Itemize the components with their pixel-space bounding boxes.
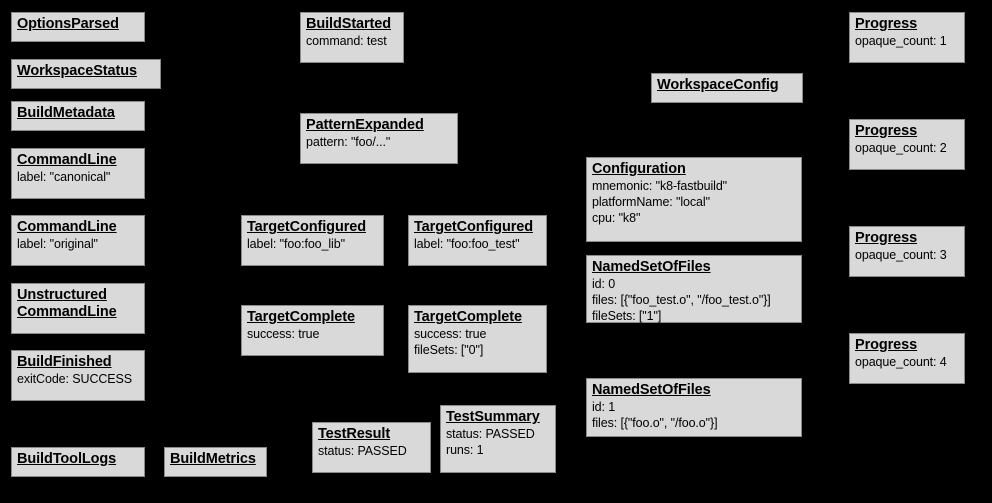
event-node-title: BuildFinished — [17, 354, 112, 370]
event-node-title: NamedSetOfFiles — [592, 382, 711, 398]
event-node-title: NamedSetOfFiles — [592, 259, 711, 275]
event-node-fields: label: "foo:foo_lib" — [247, 237, 345, 251]
event-node-progress-3[interactable]: Progress opaque_count: 3 — [849, 226, 965, 277]
event-node-target-configured-foo-test[interactable]: TargetConfigured label: "foo:foo_test" — [408, 215, 547, 266]
event-node-title: PatternExpanded — [306, 117, 424, 133]
event-node-target-complete-lib[interactable]: TargetComplete success: true — [241, 305, 384, 356]
event-node-title: Progress — [855, 123, 918, 139]
event-node-fields: success: true — [247, 327, 320, 341]
event-node-fields: opaque_count: 2 — [855, 141, 947, 155]
event-node-build-metrics[interactable]: BuildMetrics — [164, 447, 267, 477]
event-node-title: Progress — [855, 230, 918, 246]
event-node-command-line-original[interactable]: CommandLine label: "original" — [11, 215, 145, 266]
event-node-options-parsed[interactable]: OptionsParsed — [11, 12, 145, 42]
event-node-title: Progress — [855, 16, 918, 32]
event-node-progress-4[interactable]: Progress opaque_count: 4 — [849, 333, 965, 384]
event-node-configuration[interactable]: Configuration mnemonic: "k8-fastbuild" pl… — [586, 157, 802, 242]
event-node-title: WorkspaceStatus — [17, 63, 137, 79]
event-node-title: BuildToolLogs — [17, 451, 117, 467]
event-node-fields: label: "canonical" — [17, 170, 111, 184]
event-node-unstructured-command-line[interactable]: Unstructured CommandLine — [11, 283, 145, 334]
event-node-build-metadata[interactable]: BuildMetadata — [11, 101, 145, 131]
event-node-title: TestSummary — [446, 409, 540, 425]
event-node-fields: mnemonic: "k8-fastbuild" platformName: "… — [592, 179, 728, 225]
event-node-title: OptionsParsed — [17, 16, 119, 32]
event-node-target-configured-foo-lib[interactable]: TargetConfigured label: "foo:foo_lib" — [241, 215, 384, 266]
event-node-title: Progress — [855, 337, 918, 353]
event-node-progress-1[interactable]: Progress opaque_count: 1 — [849, 12, 965, 63]
event-node-build-tool-logs[interactable]: BuildToolLogs — [11, 447, 145, 477]
event-node-test-summary[interactable]: TestSummary status: PASSED runs: 1 — [440, 405, 556, 473]
event-node-fields: command: test — [306, 34, 387, 48]
event-node-build-finished[interactable]: BuildFinished exitCode: SUCCESS — [11, 350, 145, 401]
event-node-fields: status: PASSED runs: 1 — [446, 427, 535, 457]
event-node-build-started[interactable]: BuildStarted command: test — [300, 12, 404, 63]
event-node-progress-2[interactable]: Progress opaque_count: 2 — [849, 119, 965, 170]
event-node-workspace-status[interactable]: WorkspaceStatus — [11, 59, 161, 89]
event-node-fields: opaque_count: 3 — [855, 248, 947, 262]
event-node-title: TestResult — [318, 426, 391, 442]
event-node-title: CommandLine — [17, 152, 117, 168]
event-node-title: BuildMetadata — [17, 105, 115, 121]
event-node-fields: id: 1 files: [{"foo.o", "/foo.o"}] — [592, 400, 718, 430]
event-node-title: TargetConfigured — [414, 219, 533, 235]
event-node-fields: opaque_count: 1 — [855, 34, 947, 48]
event-node-fields: label: "original" — [17, 237, 98, 251]
event-node-title: CommandLine — [17, 219, 117, 235]
event-node-target-complete-test[interactable]: TargetComplete success: true fileSets: ["… — [408, 305, 547, 373]
event-node-command-line-canonical[interactable]: CommandLine label: "canonical" — [11, 148, 145, 199]
event-node-fields: status: PASSED — [318, 444, 407, 458]
event-node-title: BuildMetrics — [170, 451, 256, 467]
event-node-title: TargetConfigured — [247, 219, 366, 235]
event-node-pattern-expanded[interactable]: PatternExpanded pattern: "foo/..." — [300, 113, 458, 164]
event-node-fields: label: "foo:foo_test" — [414, 237, 520, 251]
event-node-test-result[interactable]: TestResult status: PASSED — [312, 422, 431, 473]
event-node-title: WorkspaceConfig — [657, 77, 779, 93]
event-node-title: Unstructured CommandLine — [17, 287, 117, 320]
event-node-named-set-of-files-1[interactable]: NamedSetOfFiles id: 1 files: [{"foo.o", "… — [586, 378, 802, 437]
event-node-fields: exitCode: SUCCESS — [17, 372, 133, 386]
event-node-title: TargetComplete — [247, 309, 355, 325]
event-node-fields: opaque_count: 4 — [855, 355, 947, 369]
event-node-title: BuildStarted — [306, 16, 392, 32]
event-node-workspace-config[interactable]: WorkspaceConfig — [651, 73, 803, 103]
event-node-named-set-of-files-0[interactable]: NamedSetOfFiles id: 0 files: [{"foo_test.… — [586, 255, 802, 323]
event-node-fields: success: true fileSets: ["0"] — [414, 327, 487, 357]
event-node-fields: pattern: "foo/..." — [306, 135, 391, 149]
event-node-title: TargetComplete — [414, 309, 522, 325]
event-node-title: Configuration — [592, 161, 686, 177]
event-node-fields: id: 0 files: [{"foo_test.o", "/foo_test.… — [592, 277, 771, 323]
